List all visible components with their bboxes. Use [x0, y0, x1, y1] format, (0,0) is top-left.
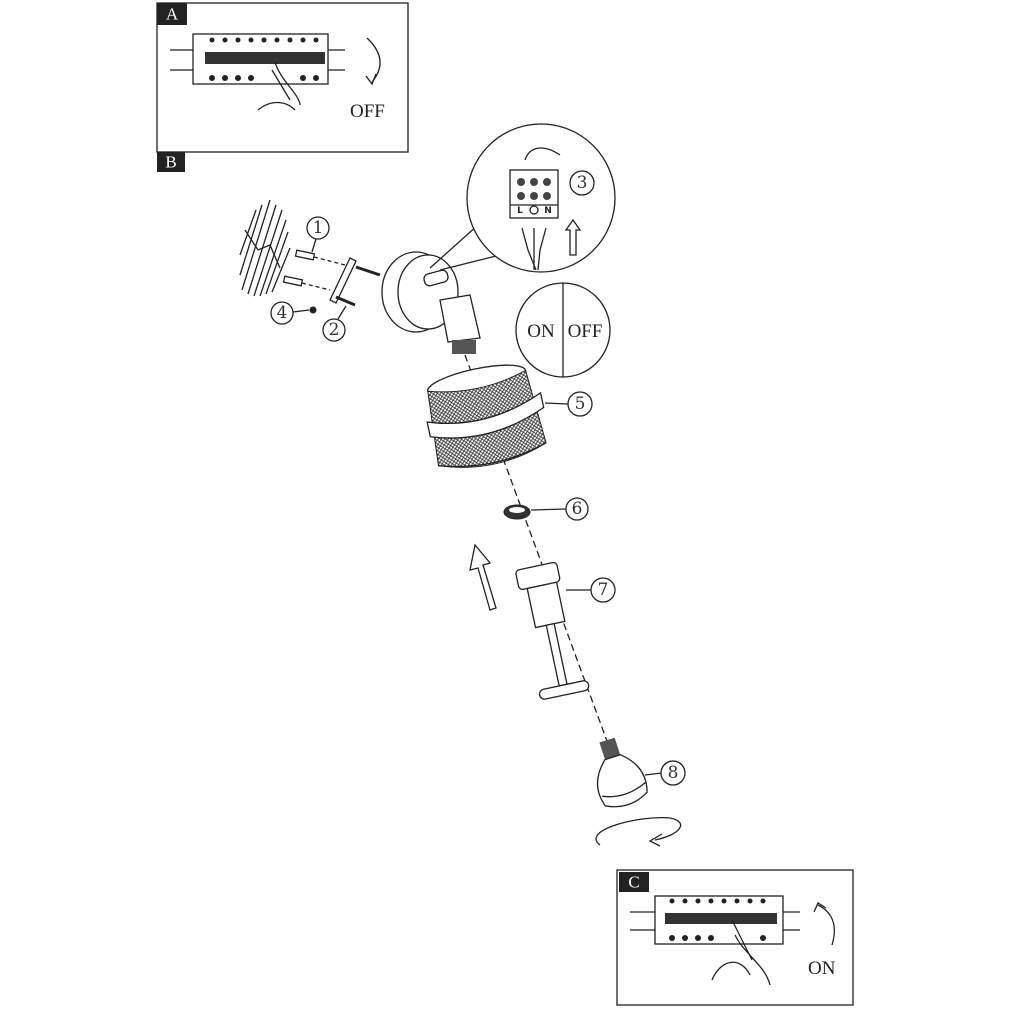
rotate-clockwise-icon: [595, 816, 682, 846]
part-label-6: 6: [530, 497, 589, 521]
hand-icon: [711, 919, 771, 986]
mounting-bracket: [329, 257, 357, 304]
breaker-strip-icon: [630, 895, 800, 945]
neutral-terminal-label: N: [544, 206, 552, 216]
svg-text:2: 2: [329, 320, 340, 340]
nut-icon: [309, 306, 317, 314]
switch-on-label: ON: [527, 321, 555, 342]
step-c-tag: [619, 872, 649, 892]
insert-up-arrow-icon: [469, 543, 497, 611]
part-label-5: 5: [544, 391, 593, 417]
mesh-shade: [426, 364, 547, 468]
screw-icon: [335, 295, 356, 307]
switch-off-label: OFF: [568, 321, 603, 342]
hand-icon: [257, 61, 301, 111]
arrow-up-icon: [564, 218, 582, 256]
on-label: ON: [808, 958, 836, 979]
step-a-label: A: [166, 5, 179, 24]
wall-canopy: [381, 251, 481, 354]
wiring-callout: L N 3: [429, 123, 616, 273]
wall-hatch-icon: [239, 199, 291, 297]
step-a-panel: A OFF: [156, 2, 409, 153]
step-c-panel: C ON: [616, 869, 854, 1006]
rotate-down-arrow-icon: [366, 37, 381, 83]
svg-text:5: 5: [575, 394, 586, 414]
part-label-3: 3: [577, 173, 588, 193]
svg-text:1: 1: [313, 218, 324, 238]
live-terminal-label: L: [517, 206, 523, 216]
light-bulb: [596, 737, 648, 808]
svg-text:4: 4: [277, 303, 288, 323]
wall-plug-icon: [282, 249, 346, 291]
breaker-strip-icon: [170, 33, 345, 85]
part-label-1: 1: [306, 216, 330, 253]
step-a-tag: [157, 3, 187, 25]
svg-text:7: 7: [598, 580, 609, 600]
off-label: OFF: [350, 101, 385, 122]
lock-ring: [503, 504, 531, 520]
switch-on-off-indicator: ON OFF: [515, 282, 611, 378]
screw-icon: [355, 265, 381, 277]
part-label-8: 8: [644, 760, 686, 786]
earth-symbol-icon: [529, 205, 539, 215]
part-label-4: 4: [270, 301, 310, 325]
socket-holder: [515, 561, 590, 700]
svg-text:8: 8: [668, 763, 679, 783]
part-label-7: 7: [566, 577, 616, 603]
part-label-2: 2: [322, 305, 347, 342]
step-b-tag: [157, 152, 185, 172]
svg-text:6: 6: [572, 499, 583, 519]
step-c-label: C: [628, 873, 639, 892]
step-b-label: B: [165, 153, 176, 172]
rotate-up-arrow-icon: [817, 904, 835, 946]
